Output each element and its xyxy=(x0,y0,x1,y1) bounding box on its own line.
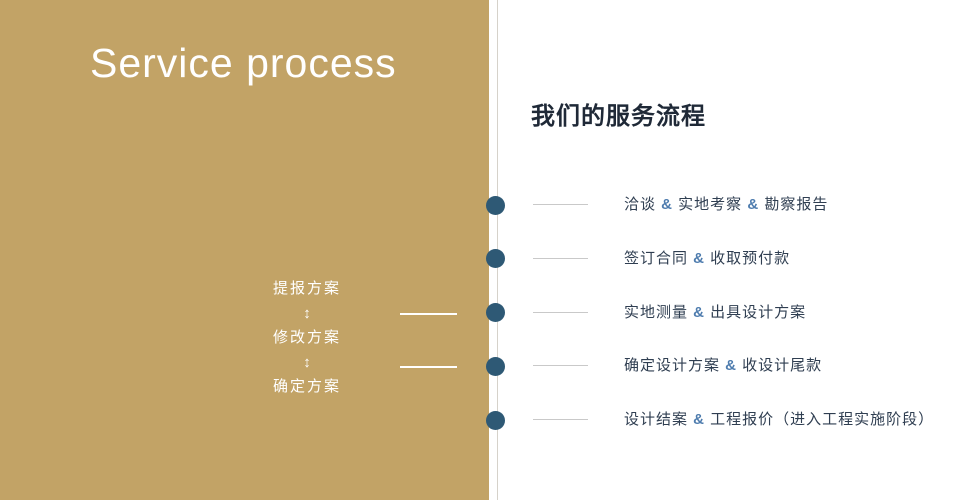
step-label: 洽谈 & 实地考察 & 勘察报告 xyxy=(624,196,829,213)
step-connector-line xyxy=(533,204,588,205)
step-row: 确定设计方案 & 收设计尾款 xyxy=(0,354,970,378)
ampersand: & xyxy=(661,196,674,213)
step-connector-line xyxy=(533,257,588,259)
step-row: 实地测量 & 出具设计方案 xyxy=(0,301,970,325)
updown-arrow-icon: ↕ xyxy=(303,305,311,322)
design-revision-flow: 提报方案 ↕ 修改方案 ↕ 确定方案 xyxy=(252,279,362,397)
flow-step-label: 提报方案 xyxy=(272,280,341,297)
step-row: 设计结案 & 工程报价（进入工程实施阶段） xyxy=(0,408,970,432)
step-label: 确定设计方案 & 收设计尾款 xyxy=(624,357,823,375)
step-label: 实地测量 & 出具设计方案 xyxy=(624,303,807,321)
step-label: 签订合同 & 收取预付款 xyxy=(624,249,791,267)
ampersand: & xyxy=(725,357,738,375)
connector-line-bottom xyxy=(400,366,457,368)
step-row: 洽谈 & 实地考察 & 勘察报告 xyxy=(0,193,970,217)
step-connector-line xyxy=(533,365,588,367)
step-label: 设计结案 & 工程报价（进入工程实施阶段） xyxy=(624,411,935,428)
connector-line-top xyxy=(400,313,457,315)
step-row: 签订合同 & 收取预付款 xyxy=(0,247,970,271)
step-connector-line xyxy=(533,419,588,420)
step-connector-line xyxy=(533,311,588,313)
ampersand: & xyxy=(693,249,706,267)
ampersand: & xyxy=(747,196,760,213)
left-gold-panel: Service process 提报方案 ↕ 修改方案 ↕ 确定方案 xyxy=(0,0,489,500)
ampersand: & xyxy=(693,303,706,321)
updown-arrow-icon: ↕ xyxy=(303,354,311,371)
flow-step-label: 确定方案 xyxy=(272,378,341,395)
slide-title: Service process xyxy=(90,40,397,86)
section-heading: 我们的服务流程 xyxy=(531,103,706,130)
flow-step-label: 修改方案 xyxy=(272,329,341,346)
ampersand: & xyxy=(693,411,706,428)
